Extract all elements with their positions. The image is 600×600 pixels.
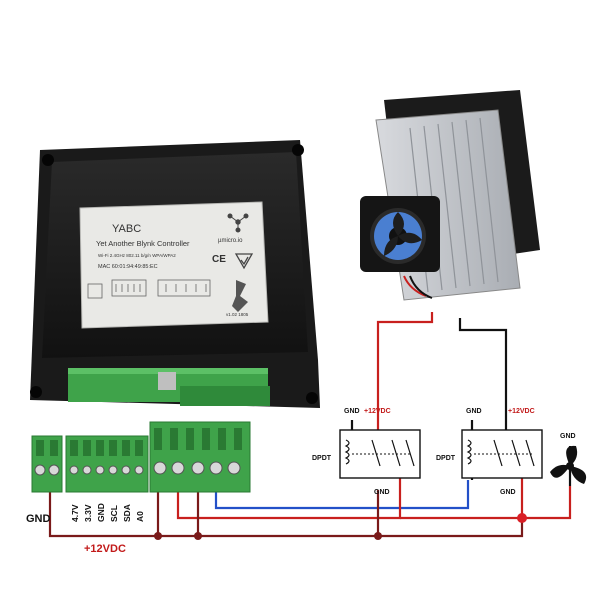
controller-spec: Wi-Fi 2.4GHz 802.11 b/g/n WPA/WPA2	[98, 253, 176, 258]
nz-map-icon	[232, 280, 248, 312]
pin-label-scl: SCL	[109, 505, 119, 522]
wire-junctions	[154, 513, 527, 540]
ce-mark: CE	[212, 254, 226, 265]
wire-relay2-output	[520, 470, 572, 520]
fan-gnd-label: GND	[560, 433, 576, 440]
wire-relay1-output	[176, 470, 402, 520]
relay-1-gnd-top: GND	[344, 408, 360, 415]
controller-mac: MAC 60:01:94:49:85:EC	[98, 264, 158, 270]
pin-label-3-3v: 3.3V	[83, 504, 93, 522]
controller-brand: µmicro.io	[218, 238, 243, 244]
small-fan-icon	[360, 196, 440, 272]
relay-1-type: DPDT	[312, 455, 332, 462]
pin-label-4-7v: 4.7V	[70, 504, 80, 522]
relay-1-supply: +12VDC	[364, 408, 391, 415]
controller-label-plate: YABC Yet Another Blynk Controller Wi-Fi …	[79, 201, 269, 329]
terminal-block-gnd	[31, 435, 63, 493]
onboard-connector-strip	[68, 368, 270, 406]
terminal-block-relay	[149, 421, 251, 493]
plate-terminal-diagram	[87, 279, 211, 299]
rcm-mark-icon	[234, 253, 254, 270]
brand-logo-icon	[227, 213, 249, 233]
supply-bus-label: +12VDC	[84, 543, 126, 555]
relay-2-gnd-bottom: GND	[500, 489, 516, 496]
pin-label-a0: A0	[135, 511, 145, 522]
relay-2-gnd-top: GND	[466, 408, 482, 415]
peltier-cooler-unit	[360, 90, 540, 301]
relay-2-supply: +12VDC	[508, 408, 535, 415]
terminal-block-sensor	[65, 435, 149, 493]
controller-enclosure: YABC Yet Another Blynk Controller Wi-Fi …	[30, 140, 320, 408]
relay-2-coil-icon	[466, 439, 472, 465]
relay-1-coil-icon	[344, 439, 350, 465]
relay-2-type: DPDT	[436, 455, 456, 462]
wire-cooler-positive	[376, 312, 434, 430]
wire-cooler-negative	[458, 318, 508, 430]
relay-1: GND +12VDC DPDT GND	[312, 408, 421, 496]
controller-subtitle: Yet Another Blynk Controller	[96, 239, 190, 248]
fan-icon: GND	[550, 433, 587, 484]
pin-label-gnd: GND	[96, 503, 106, 522]
relay-2: GND +12VDC DPDT GND	[436, 408, 543, 496]
wire-12v-bus	[48, 472, 524, 538]
controller-title: YABC	[112, 223, 141, 235]
pin-label-sda: SDA	[122, 504, 132, 522]
relay-1-gnd-bottom: GND	[374, 489, 390, 496]
gnd-terminal-label: GND	[26, 513, 51, 525]
controller-version: v1.02 1805	[226, 312, 249, 317]
sensor-pin-labels: 4.7V 3.3V GND SCL SDA A0	[70, 503, 145, 522]
